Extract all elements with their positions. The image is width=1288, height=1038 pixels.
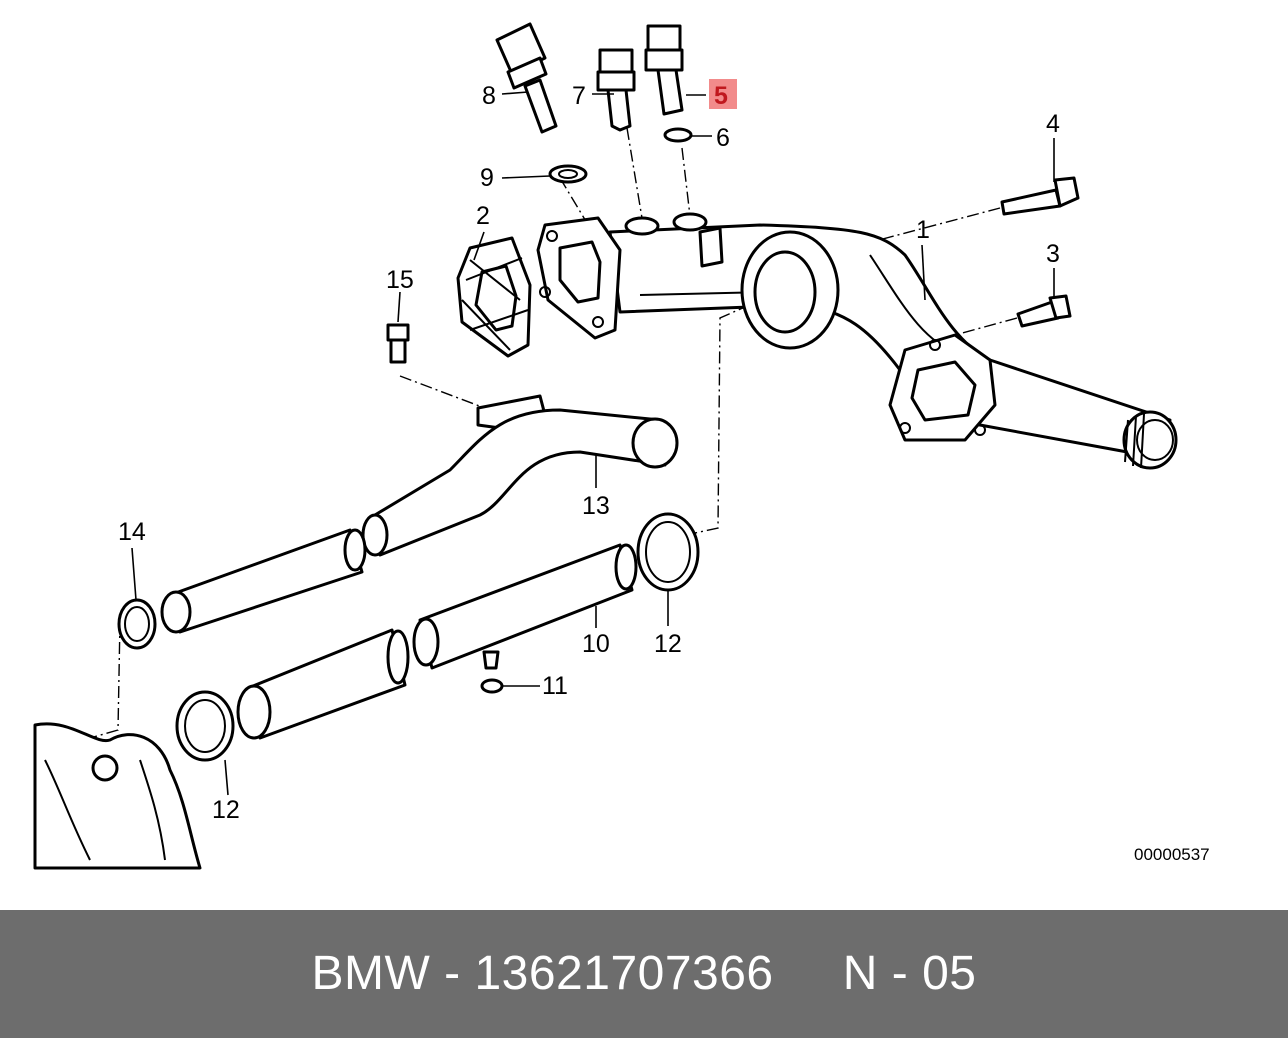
- callout-5: 5: [714, 82, 728, 110]
- flange-gasket: [456, 236, 532, 358]
- callout-1: 1: [916, 216, 930, 244]
- bolts: [386, 176, 1080, 364]
- callout-4: 4: [1046, 110, 1060, 138]
- callout-7: 7: [572, 82, 586, 110]
- exploded-parts-diagram: 1 2 3 4 5 6 7 8 9 10 11 12 12 13 14 15 0…: [33, 22, 1210, 870]
- callout-12-left: 12: [212, 796, 240, 824]
- callout-9: 9: [480, 164, 494, 192]
- coolant-hoses: [160, 528, 638, 740]
- callout-6: 6: [716, 124, 730, 152]
- part-number-text: BMW - 13621707366 N - 05: [311, 947, 977, 1000]
- coolant-manifold-pipe: [536, 212, 1178, 470]
- water-pump-housing: [33, 722, 202, 870]
- bracket-water-pipe: [361, 394, 679, 557]
- callout-5-highlight: [709, 79, 737, 109]
- callout-11: 11: [542, 672, 568, 700]
- leader-lines: [131, 91, 1055, 796]
- callout-2: 2: [476, 202, 490, 230]
- callout-15: 15: [386, 266, 414, 294]
- o-rings: [117, 512, 700, 762]
- callout-12-right: 12: [654, 630, 682, 658]
- temperature-sensors: [495, 22, 684, 134]
- part-number-banner: BMW - 13621707366 N - 05: [0, 910, 1288, 1038]
- callout-14: 14: [118, 518, 146, 546]
- callout-8: 8: [482, 82, 496, 110]
- diagram-number: 00000537: [1134, 845, 1210, 864]
- callout-labels: 1 2 3 4 5 6 7 8 9 10 11 12 12 13 14 15 0…: [118, 79, 1210, 864]
- callout-10: 10: [582, 630, 610, 658]
- sealing-washers: [480, 127, 693, 694]
- callout-3: 3: [1046, 240, 1060, 268]
- callout-13: 13: [582, 492, 610, 520]
